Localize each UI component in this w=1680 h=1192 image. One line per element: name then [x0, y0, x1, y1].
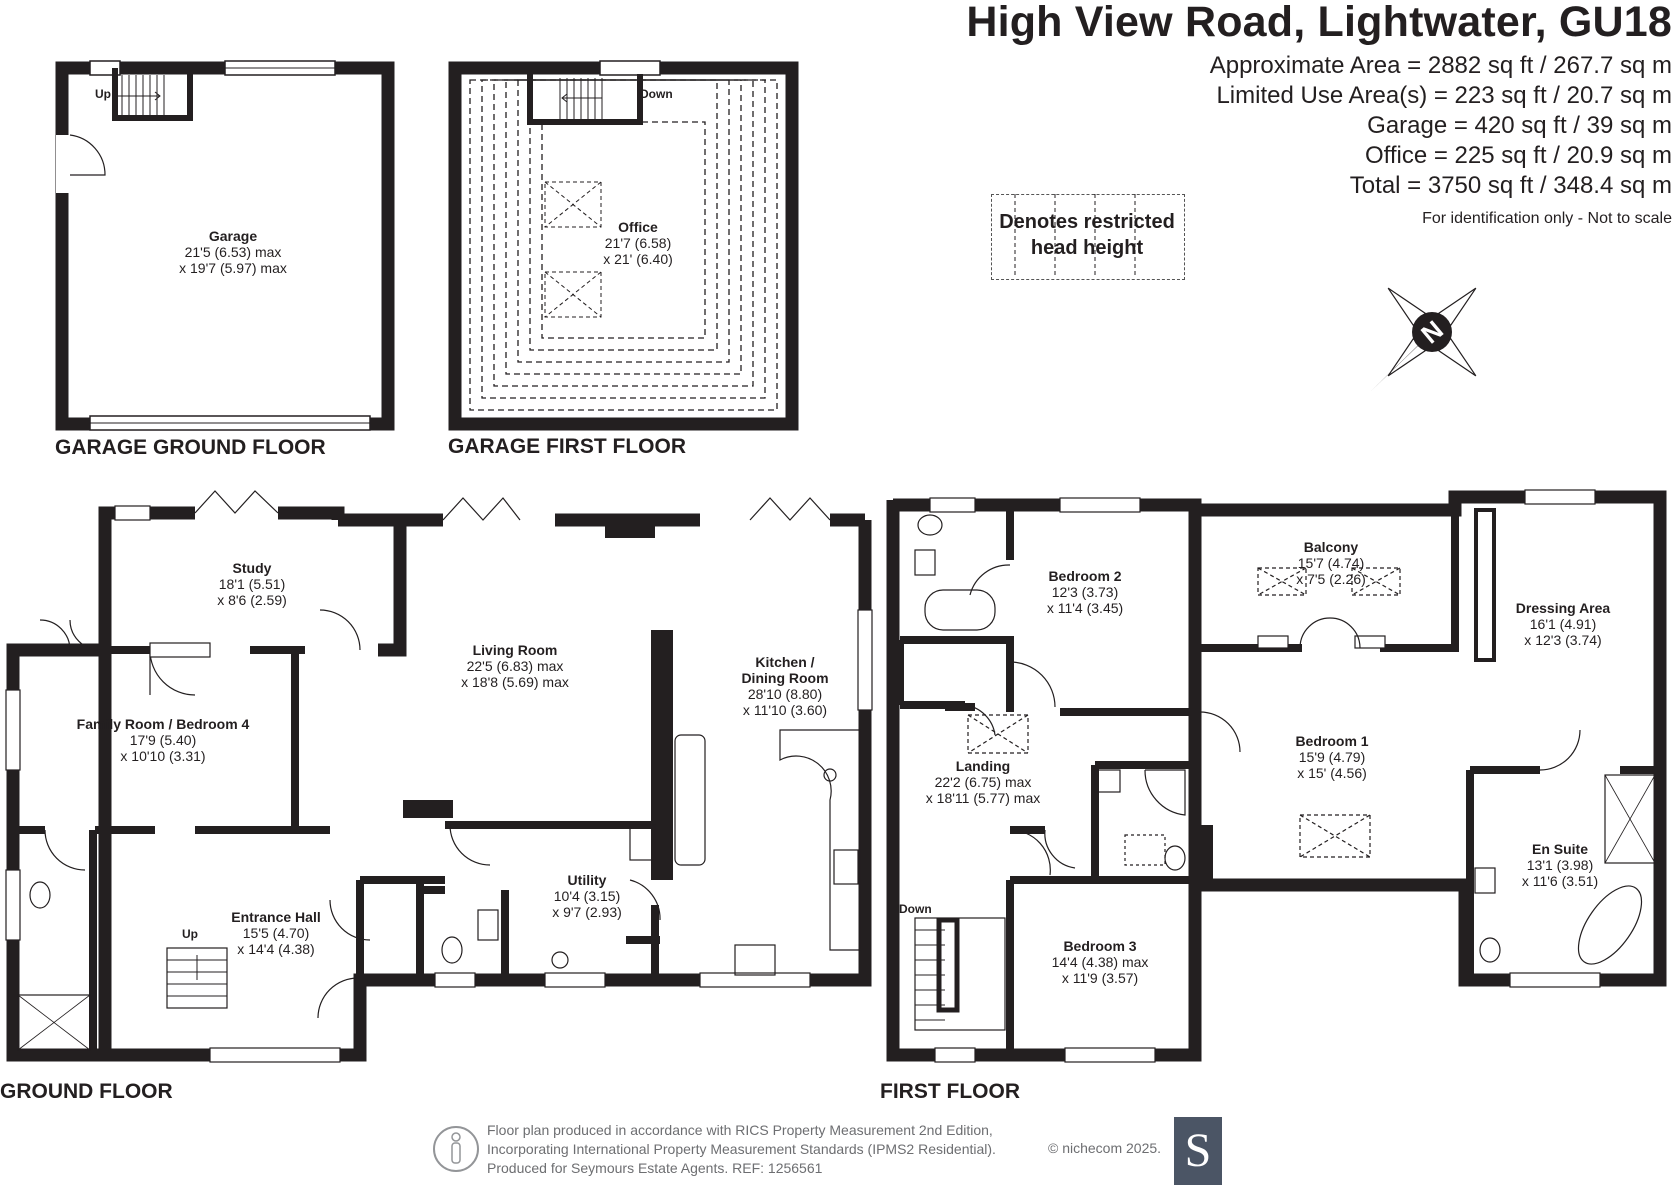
footer-notes: Floor plan produced in accordance with R… — [487, 1121, 996, 1178]
property-title: High View Road, Lightwater, GU18 — [966, 0, 1672, 46]
agent-logo: S — [1174, 1117, 1222, 1185]
area-office: Office = 225 sq ft / 20.9 sq m — [1364, 142, 1672, 169]
garage-ground-floor-plan — [55, 60, 395, 431]
restricted-height-legend-label: Denotes restricted head height — [991, 209, 1183, 261]
footer-line-2: Incorporating International Property Mea… — [487, 1141, 996, 1157]
area-limited-use: Limited Use Area(s) = 223 sq ft / 20.7 s… — [1216, 82, 1672, 109]
floor-title-ground: GROUND FLOOR — [0, 1080, 173, 1103]
first-stair-down-label: Down — [899, 902, 932, 916]
office-stair-down-label: Down — [640, 87, 673, 101]
garage-stair-up-label: Up — [95, 87, 111, 101]
footer-line-3: Produced for Seymours Estate Agents. REF… — [487, 1160, 823, 1176]
floor-title-garage-ground: GARAGE GROUND FLOOR — [55, 436, 326, 459]
accessibility-person-icon — [433, 1126, 479, 1172]
scale-disclaimer: For identification only - Not to scale — [1422, 210, 1672, 227]
floor-title-first: FIRST FLOOR — [880, 1080, 1020, 1103]
ground-floor-internal-walls — [13, 630, 673, 1055]
garage-first-floor-plan — [448, 60, 799, 431]
ground-floor-plan — [6, 506, 872, 1062]
area-approximate: Approximate Area = 2882 sq ft / 267.7 sq… — [1209, 52, 1672, 79]
floor-title-garage-first: GARAGE FIRST FLOOR — [448, 435, 686, 458]
compass-rose-icon — [1370, 287, 1477, 392]
legend-hatch — [1014, 194, 1136, 278]
area-garage: Garage = 420 sq ft / 39 sq m — [1367, 112, 1672, 139]
ground-stair-up-label: Up — [182, 927, 198, 941]
legend-line-1: Denotes restricted — [999, 211, 1175, 233]
legend-line-2: head height — [1030, 237, 1144, 259]
copyright-text: © nichecom 2025. — [1048, 1140, 1162, 1156]
footer-line-1: Floor plan produced in accordance with R… — [487, 1122, 993, 1138]
restricted-height-legend-box — [991, 194, 1185, 280]
area-total: Total = 3750 sq ft / 348.4 sq m — [1349, 172, 1672, 199]
